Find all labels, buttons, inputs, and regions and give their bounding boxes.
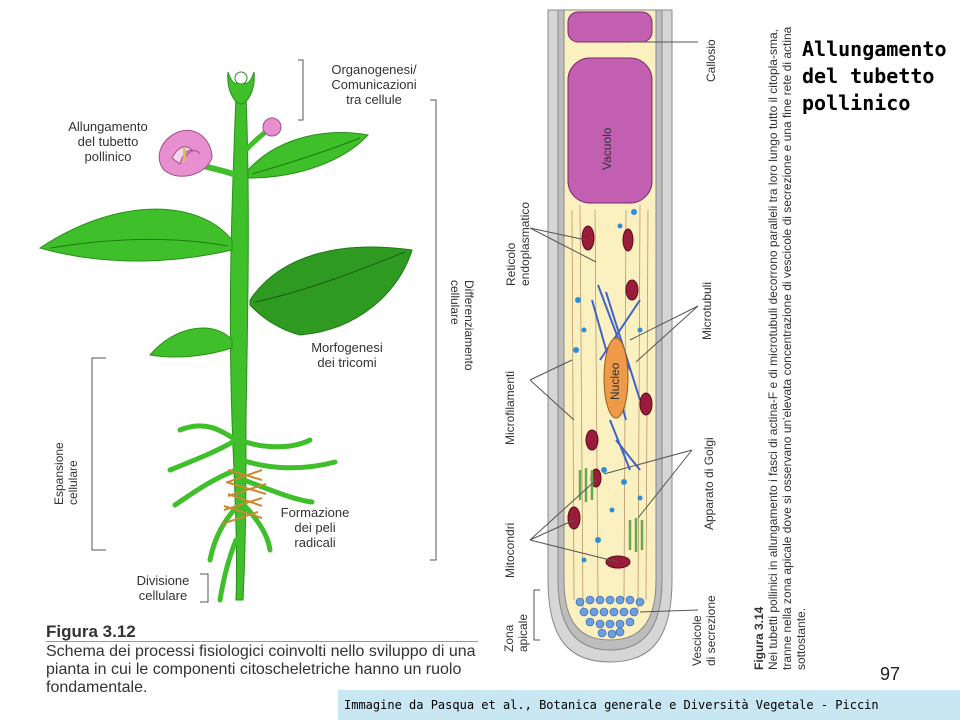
vacuole — [567, 57, 653, 204]
shoot-apex — [227, 71, 255, 105]
image-credit: Immagine da Pasqua et al., Botanica gene… — [338, 690, 960, 720]
label-vescicole: Vescicole di secrezione — [690, 595, 718, 666]
root-hairs — [221, 469, 267, 525]
bracket-divisione — [200, 573, 209, 603]
plant-stem — [229, 94, 249, 601]
bracket-espansione — [91, 357, 106, 551]
apical-vesicles — [575, 595, 645, 639]
label-zona-apicale: Zona apicale — [502, 613, 530, 652]
label-nucleo: Nucleo — [608, 362, 622, 400]
nucleus — [603, 337, 629, 419]
label-mitocondri: Mitocondri — [503, 522, 517, 578]
figure-312-caption: Schema dei processi fisiologici coinvolt… — [46, 643, 476, 696]
label-espansione: Espansione cellulare — [52, 442, 80, 505]
pollen-tube-diagram — [529, 9, 699, 663]
leaf-left — [38, 208, 233, 262]
plant-diagram — [38, 59, 437, 603]
figure-312-rule — [46, 641, 478, 642]
leaf-lower-left — [149, 327, 233, 358]
root-system — [167, 423, 338, 603]
label-microfilamenti: Microfilamenti — [503, 370, 517, 445]
flower-bud — [262, 117, 282, 137]
flower — [158, 129, 213, 177]
label-differenziamento: Differenziamento cellulare — [448, 280, 476, 371]
bracket-differenziamento — [430, 99, 437, 561]
leaf-upper-right — [247, 132, 369, 179]
label-morfogenesi: Morfogenesi dei tricomi — [311, 340, 383, 370]
slide-title: Allungamento del tubetto pollinico — [802, 37, 947, 115]
leaf-middle-right — [249, 246, 413, 336]
label-divisione: Divisione cellulare — [136, 573, 190, 603]
label-peli: Formazione dei peli radicali — [280, 505, 350, 550]
label-golgi: Apparato di Golgi — [702, 437, 716, 530]
vacuole-top — [567, 11, 653, 43]
figure-312-label: Figura 3.12 — [46, 622, 136, 641]
label-allungamento: Allungamento del tubetto pollinico — [68, 119, 148, 164]
label-vacuolo: Vacuolo — [600, 127, 614, 170]
label-microtubuli: Microtubuli — [700, 281, 714, 340]
bracket-organogenesi — [298, 59, 304, 121]
label-reticolo: Reticolo endoplasmatico — [504, 201, 532, 286]
figure-314-label: Figura 3.14 — [752, 606, 766, 670]
label-organogenesi: Organogenesi/ Comunicazioni tra cellule — [331, 62, 417, 107]
page-number: 97 — [880, 664, 901, 684]
label-callosio: Callosio — [704, 39, 718, 82]
figure-314-caption: Nei tubetti pollinici in allungamento i … — [766, 26, 808, 670]
